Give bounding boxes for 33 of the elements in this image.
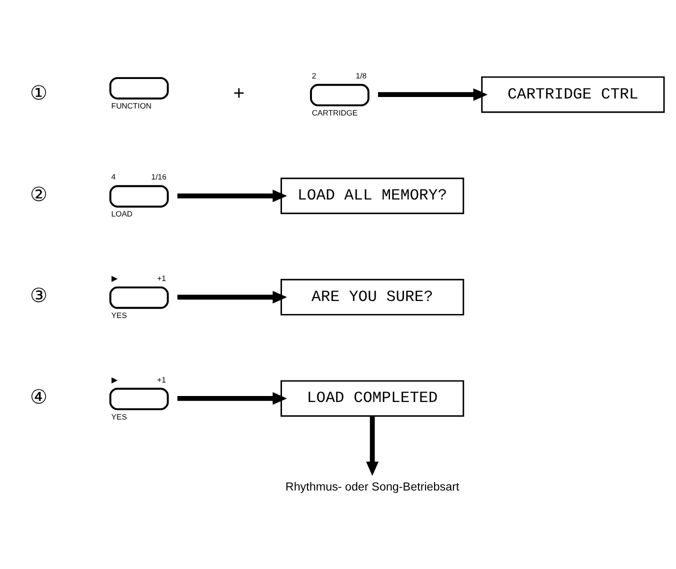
- node-box: [310, 83, 370, 106]
- label: +: [233, 82, 245, 104]
- node-label: 1/16: [151, 172, 166, 182]
- arrow: [378, 88, 488, 100]
- node-label: 4: [111, 172, 116, 182]
- node-box: [109, 286, 169, 308]
- node-box: [109, 76, 169, 99]
- node-label: YES: [111, 310, 127, 320]
- node-label: CARTRIDGE: [312, 108, 358, 117]
- node-label: +1: [157, 374, 166, 384]
- node-box: LOAD COMPLETED: [280, 380, 464, 416]
- node-label: ▶: [111, 274, 118, 283]
- label: ③: [30, 284, 47, 307]
- node-label: 2: [312, 70, 316, 80]
- arrow: [177, 392, 288, 404]
- node-label: 1/8: [356, 70, 367, 80]
- label: ②: [30, 183, 47, 206]
- node-box: ARE YOU SURE?: [280, 278, 464, 315]
- node-box: CARTRIDGE CTRL: [481, 76, 665, 112]
- label: ④: [30, 386, 47, 408]
- node-label: FUNCTION: [111, 101, 152, 110]
- node-box: LOAD ALL MEMORY?: [280, 177, 464, 214]
- label: ①: [30, 82, 47, 104]
- arrow: [177, 290, 288, 303]
- node-label: ▶: [111, 374, 118, 384]
- node-text: Rhythmus- oder Song-Betriebsart: [285, 480, 460, 494]
- node-label: YES: [111, 412, 127, 421]
- arrow: [177, 189, 288, 202]
- node-box: [109, 184, 169, 208]
- arrow: [366, 416, 379, 476]
- node-label: +1: [157, 274, 166, 283]
- node-label: LOAD: [111, 209, 133, 218]
- node-box: [109, 387, 169, 410]
